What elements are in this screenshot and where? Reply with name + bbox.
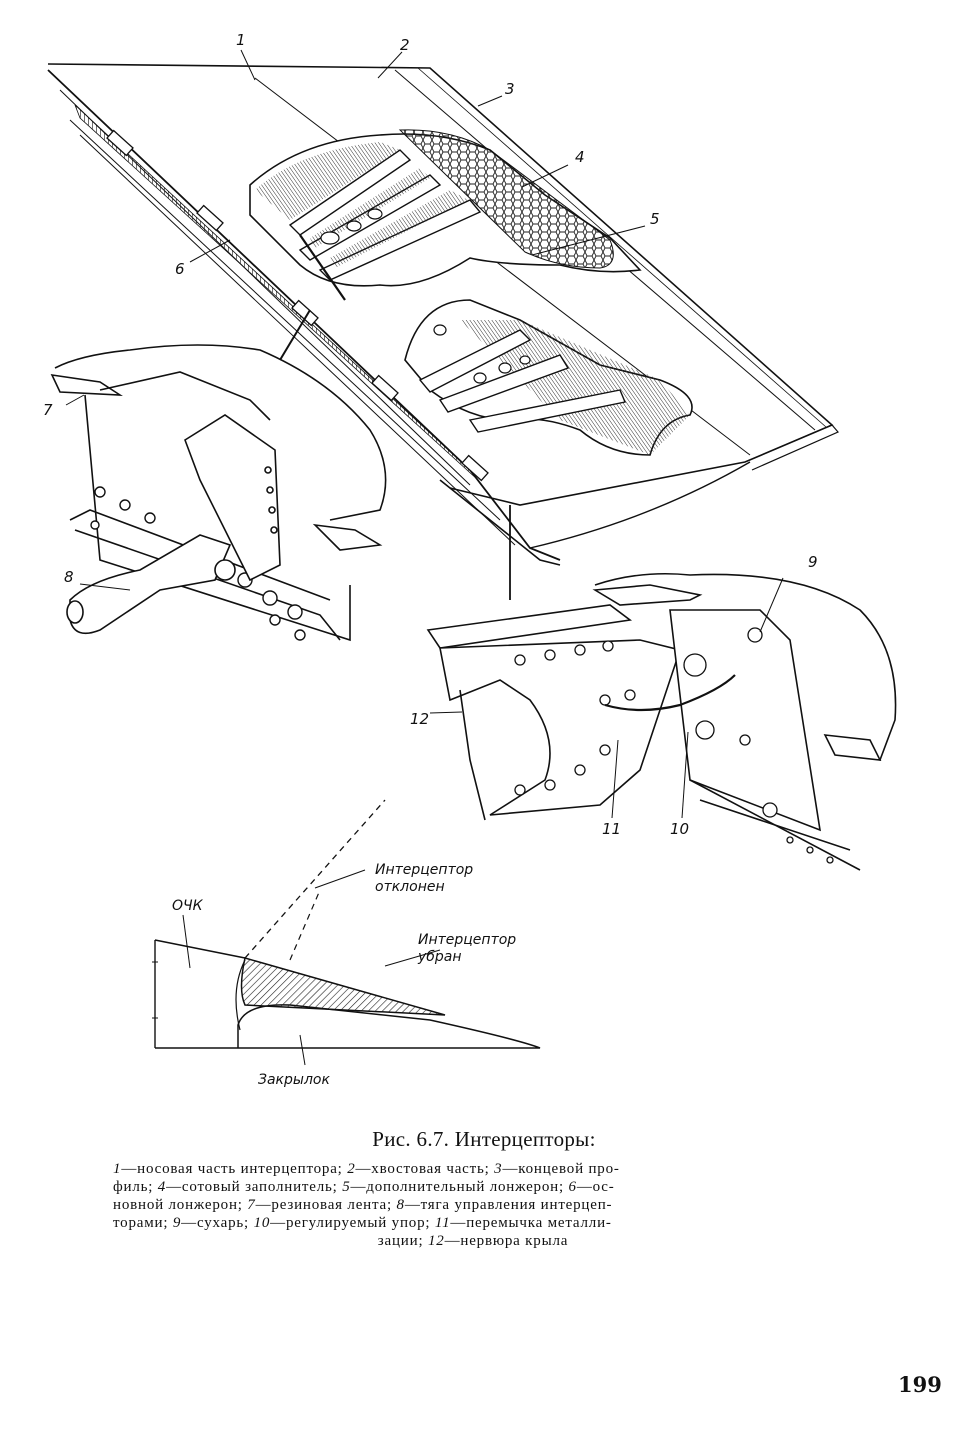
label-5: 5 [650, 210, 660, 228]
legend-number: 7 [247, 1197, 256, 1213]
section-view [152, 799, 541, 1049]
figure-caption-title: Рис. 6.7. Интерцепторы: [372, 1127, 596, 1151]
caption-line: зации; 12—нервюра крыла [113, 1232, 833, 1250]
label-8: 8 [64, 568, 74, 586]
legend-text: —ос- [576, 1179, 615, 1195]
legend-number: 6 [568, 1179, 577, 1195]
legend-text: —хвостовая часть; [355, 1161, 495, 1177]
figure-caption-body: 1—носовая часть интерцептора; 2—хвостова… [113, 1160, 833, 1250]
legend-number: 12 [427, 1233, 445, 1249]
legend-number: 9 [172, 1215, 182, 1231]
cutaway-upper [249, 129, 642, 301]
legend-text: филь; [113, 1179, 158, 1195]
label-11: 11 [602, 820, 622, 838]
cutaway-lower [404, 299, 693, 456]
legend-number: 5 [342, 1179, 351, 1195]
label-10: 10 [670, 820, 690, 838]
legend-text: новной лонжерон; [113, 1197, 248, 1213]
legend-text: торами; [113, 1215, 173, 1231]
caption-line: новной лонжерон; 7—резиновая лента; 8—тя… [113, 1196, 833, 1214]
detail-left [50, 344, 387, 642]
legend-number: 8 [396, 1197, 405, 1213]
caption-line: филь; 4—сотовый заполнитель; 5—дополните… [113, 1178, 833, 1196]
legend-text: —сухарь; [181, 1215, 254, 1231]
label-12: 12 [410, 710, 430, 728]
legend-text: —нервюра крыла [444, 1233, 569, 1249]
legend-number: 2 [347, 1161, 356, 1177]
legend-text: —перемычка металли- [450, 1215, 612, 1231]
legend-text: —регулируемый упор; [270, 1215, 435, 1231]
label-flap: Закрылок [258, 1072, 330, 1088]
legend-text: —носовая часть интерцептора; [121, 1161, 348, 1177]
legend-text: —дополнительный лонжерон; [350, 1179, 569, 1195]
legend-text: —концевой про- [502, 1161, 620, 1177]
legend-text: —резиновая лента; [255, 1197, 397, 1213]
legend-number: 11 [434, 1215, 451, 1231]
legend-text: —тяга управления интерцеп- [404, 1197, 613, 1213]
label-6: 6 [175, 260, 185, 278]
legend-number: 3 [494, 1161, 503, 1177]
label-deflected-2: отклонен [375, 879, 445, 895]
label-retracted-1: Интерцептор [418, 932, 517, 948]
detail-right [426, 573, 897, 871]
legend-number: 4 [157, 1179, 167, 1195]
label-9: 9 [808, 553, 818, 571]
label-deflected-1: Интерцептор [375, 862, 474, 878]
caption-line: торами; 9—сухарь; 10—регулируемый упор; … [113, 1214, 833, 1232]
label-retracted-2: убран [418, 949, 462, 965]
legend-number: 10 [253, 1215, 271, 1231]
label-1: 1 [236, 31, 246, 49]
interceptor-drawing [47, 49, 897, 1066]
interceptor-figure: 1 2 3 4 5 6 7 8 9 10 11 12 ОЧК Интерцепт… [43, 31, 897, 1088]
label-7: 7 [43, 401, 53, 419]
label-4: 4 [575, 148, 585, 166]
legend-text: зации; [377, 1233, 428, 1249]
label-ochk: ОЧК [172, 898, 203, 914]
legend-text: —сотовый заполнитель; [166, 1179, 343, 1195]
label-3: 3 [505, 80, 515, 98]
caption-line: 1—носовая часть интерцептора; 2—хвостова… [113, 1160, 833, 1178]
label-2: 2 [400, 36, 410, 54]
legend-number: 1 [113, 1161, 122, 1177]
page-number: 199 [898, 1372, 942, 1397]
